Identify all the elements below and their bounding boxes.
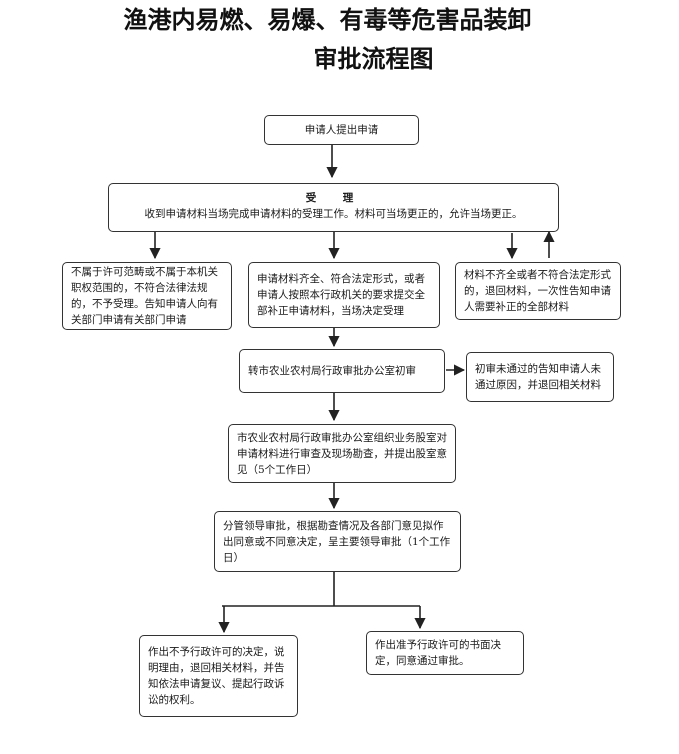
node-review-text: 市农业农村局行政审批办公室组织业务股室对申请材料进行审查及现场勘查，并提出股室意…: [237, 431, 447, 476]
node-not-in-scope-text: 不属于许可范畴或不属于本机关职权范围的，不符合法律法规的，不予受理。告知申请人向…: [71, 266, 218, 326]
diagram-title-line2: 审批流程图: [313, 45, 434, 73]
node-deny: 作出不予行政许可的决定，说明理由，退回相关材料，并告知依法申请复议、提起行政诉讼…: [139, 635, 298, 717]
node-accept-title: 受 理: [305, 192, 362, 204]
node-accept-text: 收到申请材料当场完成申请材料的受理工作。材料可当场更正的，允许当场更正。: [144, 208, 523, 220]
node-complete-text: 申请材料齐全、符合法定形式，或者申请人按照本行政机关的要求提交全部补正申请材料，…: [257, 273, 425, 317]
diagram-title-line1: 渔港内易燃、易爆、有毒等危害品装卸: [123, 6, 532, 34]
node-apply: 申请人提出申请: [264, 115, 419, 145]
node-leader: 分管领导审批，根据勘查情况及各部门意见拟作出同意或不同意决定，呈主要领导审批（1…: [214, 511, 461, 572]
node-accept: 受 理 收到申请材料当场完成申请材料的受理工作。材料可当场更正的，允许当场更正。: [108, 183, 559, 232]
node-deny-text: 作出不予行政许可的决定，说明理由，退回相关材料，并告知依法申请复议、提起行政诉讼…: [148, 646, 285, 706]
node-incomplete-text: 材料不齐全或者不符合法定形式的，退回材料，一次性告知申请人需要补正的全部材料: [464, 269, 611, 313]
node-apply-text: 申请人提出申请: [304, 124, 379, 136]
node-review: 市农业农村局行政审批办公室组织业务股室对申请材料进行审查及现场勘查，并提出股室意…: [228, 424, 456, 483]
node-complete: 申请材料齐全、符合法定形式，或者申请人按照本行政机关的要求提交全部补正申请材料，…: [248, 262, 440, 328]
node-incomplete: 材料不齐全或者不符合法定形式的，退回材料，一次性告知申请人需要补正的全部材料: [455, 262, 621, 320]
node-leader-text: 分管领导审批，根据勘查情况及各部门意见拟作出同意或不同意决定，呈主要领导审批（1…: [223, 519, 451, 564]
node-prelim-fail-text: 初审未通过的告知申请人未通过原因，并退回相关材料: [475, 363, 601, 391]
node-prelim-fail: 初审未通过的告知申请人未通过原因，并退回相关材料: [466, 352, 614, 402]
node-approve: 作出准予行政许可的书面决定，同意通过审批。: [366, 631, 524, 675]
node-transfer-text: 转市农业农村局行政审批办公室初审: [248, 365, 416, 377]
node-transfer: 转市农业农村局行政审批办公室初审: [239, 349, 445, 393]
node-approve-text: 作出准予行政许可的书面决定，同意通过审批。: [375, 639, 501, 667]
node-not-in-scope: 不属于许可范畴或不属于本机关职权范围的，不符合法律法规的，不予受理。告知申请人向…: [62, 262, 232, 330]
